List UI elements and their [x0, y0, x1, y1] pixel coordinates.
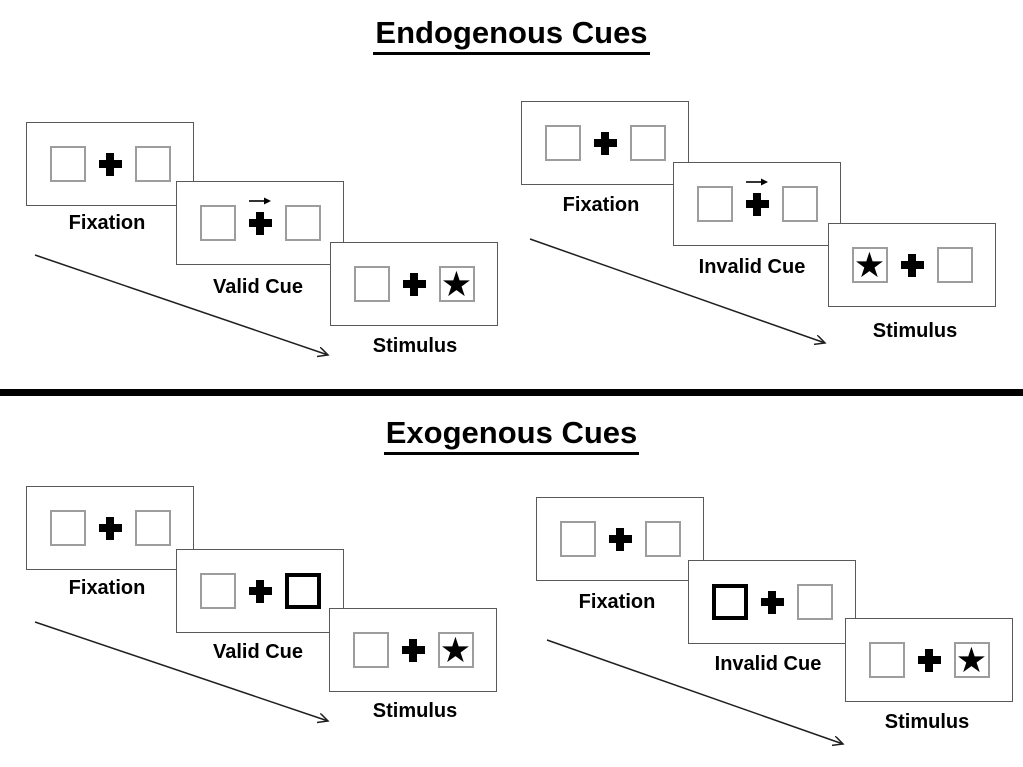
cue-highlight-box — [284, 573, 321, 609]
exogenous-invalid-stimulus-card: ★ — [845, 618, 1013, 702]
endogenous-valid-stimulus-card: ★ — [330, 242, 498, 326]
placeholder-box — [49, 146, 86, 182]
endogenous-valid-cue-card — [176, 181, 344, 265]
placeholder-box — [49, 510, 86, 546]
stimulus-label: Stimulus — [372, 335, 458, 357]
endogenous-invalid-cue-card — [673, 162, 841, 246]
star-box: ★ — [953, 640, 990, 680]
fixation-cross-icon — [608, 527, 632, 551]
star-stimulus-icon: ★ — [440, 264, 473, 304]
cue-highlight-box — [711, 584, 748, 620]
fixation-cross-icon — [593, 131, 617, 155]
placeholder-box — [629, 125, 666, 161]
fixation-cross-icon — [917, 648, 941, 672]
exogenous-invalid-cue-card — [688, 560, 856, 644]
star-box: ★ — [851, 245, 888, 285]
placeholder-box — [353, 266, 390, 302]
exogenous-title: Exogenous Cues — [0, 414, 1023, 456]
star-stimulus-icon: ★ — [955, 640, 988, 680]
time-sequence-arrow — [34, 254, 342, 367]
star-box: ★ — [437, 630, 474, 670]
stimulus-label: Stimulus — [872, 320, 958, 342]
fixation-label: Fixation — [68, 577, 146, 599]
time-sequence-arrow — [34, 621, 342, 732]
valid-cue-label: Valid Cue — [212, 641, 304, 663]
exogenous-valid-stimulus-card: ★ — [329, 608, 497, 692]
invalid-cue-label: Invalid Cue — [714, 653, 822, 675]
fixation-cross-icon — [248, 579, 272, 603]
star-stimulus-icon: ★ — [853, 245, 886, 285]
star-box: ★ — [438, 264, 475, 304]
fixation-label: Fixation — [562, 194, 640, 216]
fixation-cross-icon — [248, 197, 272, 235]
exogenous-valid-fixation-card — [26, 486, 194, 570]
endogenous-title-text: Endogenous Cues — [373, 14, 650, 56]
endogenous-invalid-stimulus-card: ★ — [828, 223, 996, 307]
stimulus-label: Stimulus — [372, 700, 458, 722]
cue-arrow-right-icon — [249, 197, 271, 204]
placeholder-box — [559, 521, 596, 557]
exogenous-invalid-fixation-card — [536, 497, 704, 581]
fixation-cross-icon — [401, 638, 425, 662]
placeholder-box — [644, 521, 681, 557]
placeholder-box — [134, 510, 171, 546]
endogenous-invalid-fixation-card — [521, 101, 689, 185]
exogenous-title-text: Exogenous Cues — [383, 414, 640, 456]
fixation-label: Fixation — [68, 212, 146, 234]
placeholder-box — [134, 146, 171, 182]
invalid-cue-label: Invalid Cue — [698, 256, 806, 278]
fixation-cross-icon — [98, 516, 122, 540]
placeholder-box — [284, 205, 321, 241]
endogenous-valid-fixation-card — [26, 122, 194, 206]
placeholder-box — [796, 584, 833, 620]
endogenous-title: Endogenous Cues — [0, 14, 1023, 56]
time-sequence-arrow — [529, 238, 837, 353]
exogenous-valid-cue-card — [176, 549, 344, 633]
stimulus-label: Stimulus — [884, 711, 970, 733]
placeholder-box — [352, 632, 389, 668]
valid-cue-label: Valid Cue — [212, 276, 304, 298]
cue-arrow-right-icon — [746, 178, 768, 185]
star-stimulus-icon: ★ — [439, 630, 472, 670]
placeholder-box — [781, 186, 818, 222]
fixation-cross-icon — [900, 253, 924, 277]
fixation-cross-icon — [98, 152, 122, 176]
placeholder-box — [936, 247, 973, 283]
placeholder-box — [199, 205, 236, 241]
placeholder-box — [199, 573, 236, 609]
section-divider-line — [0, 389, 1023, 396]
fixation-cross-icon — [745, 178, 769, 216]
fixation-cross-icon — [760, 590, 784, 614]
placeholder-box — [544, 125, 581, 161]
fixation-label: Fixation — [578, 591, 656, 613]
placeholder-box — [696, 186, 733, 222]
placeholder-box — [868, 642, 905, 678]
time-sequence-arrow — [546, 639, 854, 754]
fixation-cross-icon — [402, 272, 426, 296]
